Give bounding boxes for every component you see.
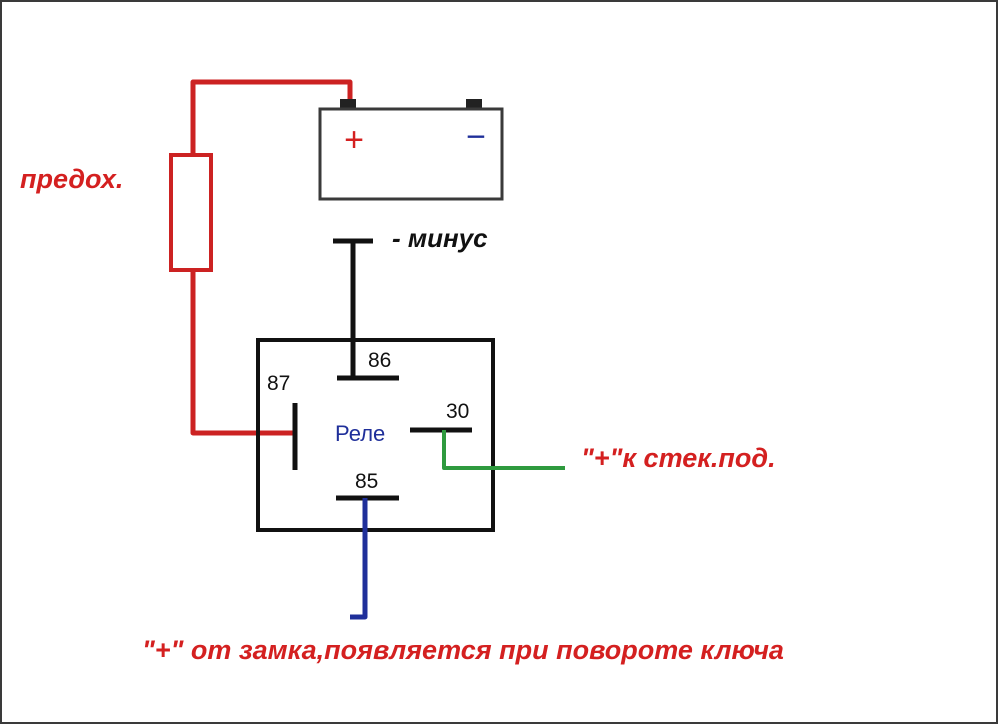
pin-85-label: 85 <box>355 470 378 493</box>
pin-87-label: 87 <box>267 372 290 395</box>
fuse-label: предох. <box>20 164 123 194</box>
battery-plus-symbol: + <box>344 121 364 159</box>
battery <box>318 107 504 201</box>
fuse <box>169 153 213 272</box>
positive-wire <box>190 79 353 155</box>
battery-minus-symbol: − <box>466 118 486 156</box>
relay-label: Реле <box>335 421 385 446</box>
ignition-label: "+" от замка,появляется при повороте клю… <box>142 635 784 665</box>
battery-plus-terminal <box>340 99 356 109</box>
pin-86-label: 86 <box>368 349 391 372</box>
battery-minus-terminal <box>466 99 482 109</box>
ignition-wire <box>350 498 368 620</box>
relay-box <box>256 338 495 532</box>
output-wire <box>442 430 565 470</box>
output-label: "+"к стек.под. <box>581 443 776 473</box>
positive-wire-to-87 <box>190 270 295 436</box>
ground-label: - минус <box>392 223 488 253</box>
pin-30-label: 30 <box>446 400 469 423</box>
